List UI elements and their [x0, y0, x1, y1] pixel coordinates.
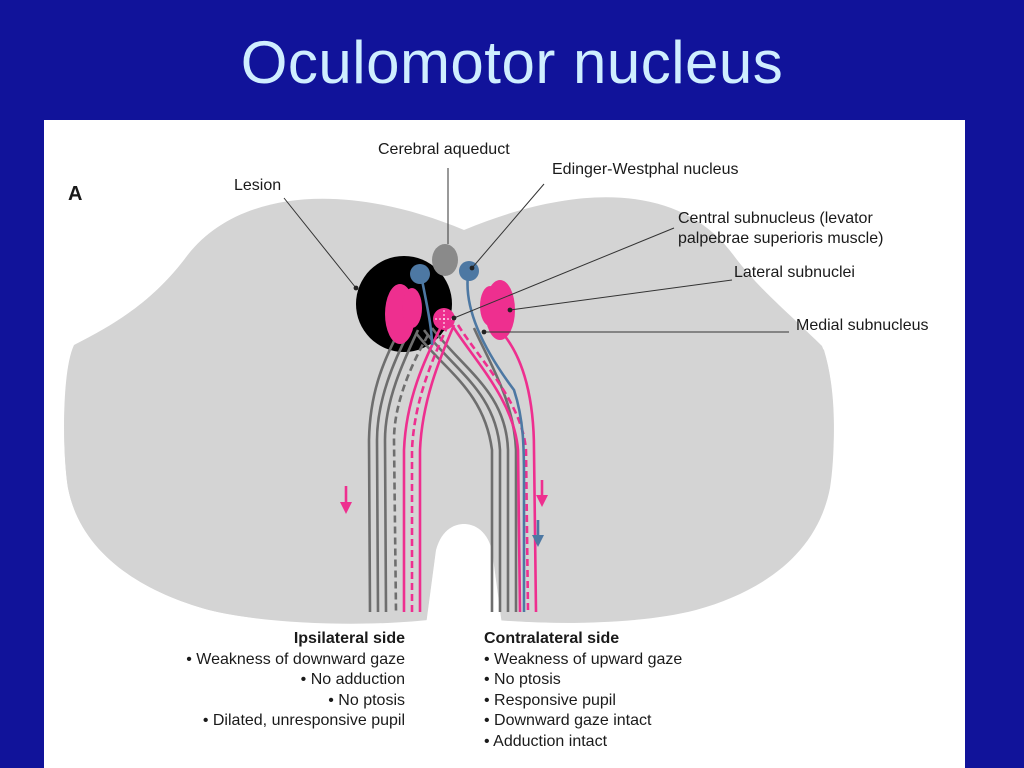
contralateral-item: • Adduction intact: [484, 732, 608, 750]
slide-title: Oculomotor nucleus: [240, 29, 784, 96]
panel-letter: A: [68, 183, 83, 205]
contralateral-item: • Downward gaze intact: [484, 712, 652, 729]
ipsilateral-item: • No ptosis: [328, 691, 405, 709]
ipsilateral-heading: Ipsilateral side: [293, 630, 405, 647]
cerebral-aqueduct-label: Cerebral aqueduct: [378, 141, 510, 158]
edinger-westphal-label: Edinger-Westphal nucleus: [552, 161, 739, 178]
ipsilateral-item: • Weakness of downward gaze: [186, 650, 405, 668]
lesion-label: Lesion: [234, 177, 282, 194]
ipsilateral-item: • Dilated, unresponsive pupil: [202, 712, 405, 729]
edinger-westphal-left: [410, 264, 430, 284]
central-subnucleus-label-line1: Central subnucleus (levator: [678, 210, 873, 227]
contralateral-summary: Contralateral side • Weakness of upward …: [484, 629, 682, 752]
cerebral-aqueduct: [432, 244, 458, 276]
lateral-subnuclei-label: Lateral subnuclei: [734, 264, 855, 281]
contralateral-item: • Responsive pupil: [484, 691, 616, 709]
medial-subnucleus-label: Medial subnucleus: [796, 317, 929, 334]
contralateral-item: • Weakness of upward gaze: [484, 650, 683, 668]
ipsilateral-item: • No adduction: [300, 671, 405, 688]
oculomotor-diagram: A Cerebral aqueduct Edinger-Westphal nuc…: [44, 120, 965, 768]
lateral-subnucleus-right-b: [480, 286, 500, 326]
midbrain-fill: [64, 197, 834, 624]
contralateral-heading: Contralateral side: [484, 630, 620, 647]
contralateral-pink-arrow: [536, 480, 548, 507]
lateral-subnucleus-left-b: [402, 288, 422, 328]
ipsilateral-summary: Ipsilateral side • Weakness of downward …: [186, 629, 405, 732]
contralateral-item: • No ptosis: [484, 671, 561, 688]
ipsilateral-pink-arrow: [340, 486, 352, 514]
contralateral-blue-arrow: [532, 520, 544, 547]
diagram-svg: [64, 168, 834, 625]
interpeduncular-notch: [426, 524, 502, 625]
central-subnucleus-label-line2: palpebrae superioris muscle): [678, 230, 884, 247]
